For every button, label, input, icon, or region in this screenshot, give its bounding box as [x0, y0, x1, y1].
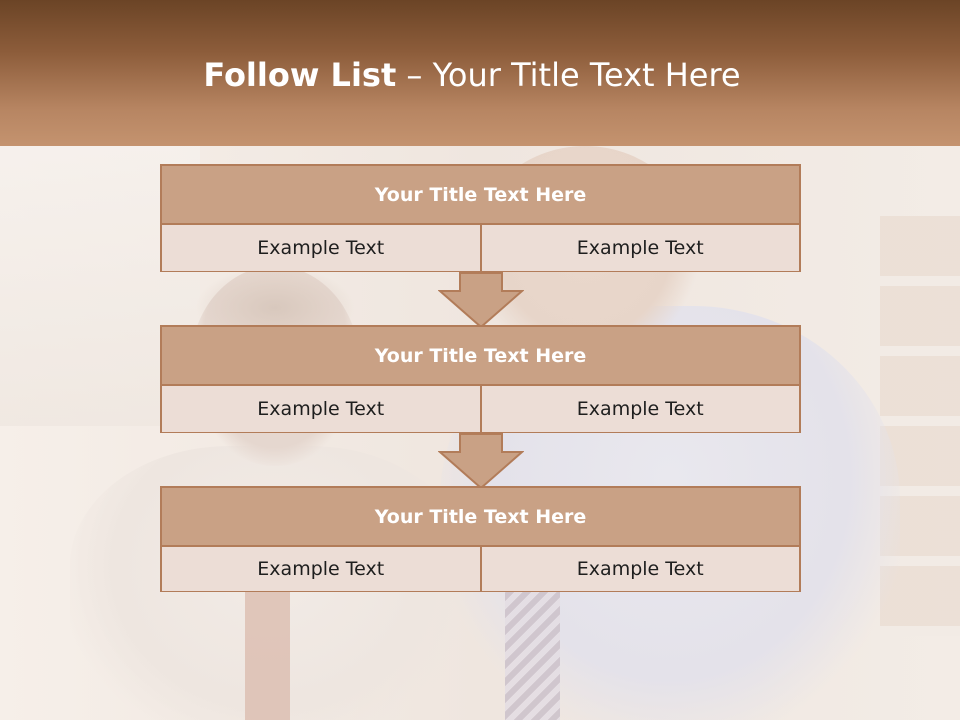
flow-block-cell-left: Example Text	[162, 547, 480, 591]
flow-block-row: Example Text Example Text	[162, 547, 799, 591]
flow-block-cell-right: Example Text	[479, 386, 799, 432]
flow-block-cell-right: Example Text	[479, 225, 799, 271]
down-arrow-icon	[438, 433, 524, 489]
flow-block-1: Your Title Text Here Example Text Exampl…	[160, 164, 801, 272]
flow-block-row: Example Text Example Text	[162, 225, 799, 271]
slide-title: Follow List – Your Title Text Here	[0, 50, 944, 100]
flow-block-row: Example Text Example Text	[162, 386, 799, 432]
slide-title-rest: – Your Title Text Here	[406, 56, 741, 94]
flow-block-cell-left: Example Text	[162, 225, 480, 271]
flow-block-title: Your Title Text Here	[162, 327, 799, 386]
photo-person-left-tie	[245, 586, 290, 720]
flow-block-title: Your Title Text Here	[162, 488, 799, 547]
photo-person-left-hair	[195, 266, 355, 336]
flow-block-3: Your Title Text Here Example Text Exampl…	[160, 486, 801, 592]
flow-block-cell-right: Example Text	[479, 547, 799, 591]
flow-block-cell-left: Example Text	[162, 386, 480, 432]
flow-block-2: Your Title Text Here Example Text Exampl…	[160, 325, 801, 433]
slide-header: Follow List – Your Title Text Here	[0, 0, 960, 146]
down-arrow-icon	[438, 272, 524, 328]
photo-person-right-tie	[505, 576, 560, 720]
slide-title-bold: Follow List	[203, 56, 397, 94]
flow-block-title: Your Title Text Here	[162, 166, 799, 225]
